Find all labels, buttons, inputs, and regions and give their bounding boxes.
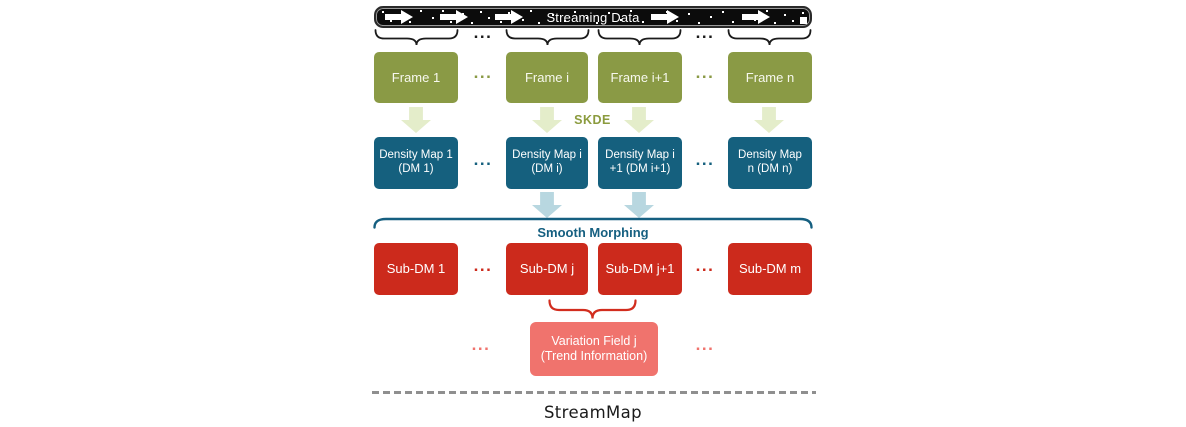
- streaming-data-label: Streaming Data: [546, 9, 640, 25]
- skde-label: SKDE: [574, 113, 611, 127]
- subdm-box-j: Sub-DM j: [506, 243, 588, 295]
- density-map-box-n: Density Map n (DM n): [728, 137, 812, 189]
- subdm-label: Sub-DM j: [519, 261, 575, 277]
- skde-arrow-icon: [754, 107, 784, 133]
- ellipsis-variation-left: ...: [471, 335, 491, 354]
- variation-field-box: Variation Field j (Trend Information): [530, 322, 658, 376]
- ellipsis-frames-left: ...: [473, 63, 493, 82]
- frame-box-n: Frame n: [728, 52, 812, 103]
- subdm-label: Sub-DM 1: [386, 261, 446, 277]
- skde-arrow-icon: [401, 107, 431, 133]
- frame-group-brace-4: [727, 29, 812, 46]
- smooth-morphing-label: Smooth Morphing: [537, 225, 649, 240]
- stream-texture-graphic: [382, 10, 807, 24]
- frame-box-i1: Frame i+1: [598, 52, 682, 103]
- frame-group-brace-3: [597, 29, 682, 46]
- ellipsis-density-right: ...: [695, 150, 715, 169]
- ellipsis-frames-right: ...: [695, 63, 715, 82]
- ellipsis-variation-right: ...: [695, 335, 715, 354]
- ellipsis-density-left: ...: [473, 150, 493, 169]
- variation-field-line1: Variation Field j: [551, 334, 637, 349]
- diagram-caption: StreamMap: [543, 403, 643, 422]
- frame-label: Frame n: [745, 69, 795, 85]
- density-map-line2: +1 (DM i+1): [609, 163, 671, 175]
- ellipsis-subdm-right: ...: [695, 256, 715, 275]
- subdm-label: Sub-DM j+1: [605, 261, 675, 277]
- frame-label: Frame i+1: [610, 69, 670, 85]
- frame-label: Frame 1: [391, 69, 441, 85]
- density-map-line1: Density Map 1: [379, 149, 453, 162]
- density-map-line1: Density Map i: [605, 149, 675, 162]
- variation-field-line2: (Trend Information): [540, 349, 648, 363]
- density-map-line2: n (DM n): [747, 163, 793, 175]
- subdm-label: Sub-DM m: [738, 261, 802, 277]
- morph-arrow-icon: [624, 192, 654, 218]
- density-map-box-1: Density Map 1 (DM 1): [374, 137, 458, 189]
- subdm-box-j1: Sub-DM j+1: [598, 243, 682, 295]
- frame-group-brace-2: [505, 29, 590, 46]
- dashed-separator: [372, 391, 816, 394]
- ellipsis-subdm-left: ...: [473, 256, 493, 275]
- frame-box-1: Frame 1: [374, 52, 458, 103]
- morph-arrow-icon: [532, 192, 562, 218]
- frame-label: Frame i: [524, 69, 570, 85]
- ellipsis-top-right: ...: [695, 23, 715, 42]
- smooth-morphing-bracket: [373, 217, 813, 229]
- density-map-line1: Density Map: [738, 149, 802, 162]
- density-map-line2: (DM i): [531, 163, 563, 175]
- variation-brace: [548, 299, 637, 319]
- ellipsis-top-left: ...: [473, 23, 493, 42]
- density-map-box-i1: Density Map i +1 (DM i+1): [598, 137, 682, 189]
- frame-group-brace-1: [374, 29, 459, 46]
- streaming-data-banner: Streaming Data: [374, 6, 812, 28]
- skde-arrow-icon: [624, 107, 654, 133]
- frame-box-i: Frame i: [506, 52, 588, 103]
- density-map-line2: (DM 1): [398, 163, 434, 175]
- density-map-box-i: Density Map i (DM i): [506, 137, 588, 189]
- density-map-line1: Density Map i: [512, 149, 582, 162]
- subdm-box-m: Sub-DM m: [728, 243, 812, 295]
- stream-arrow-icon: [385, 10, 807, 24]
- subdm-box-1: Sub-DM 1: [374, 243, 458, 295]
- skde-arrow-icon: [532, 107, 562, 133]
